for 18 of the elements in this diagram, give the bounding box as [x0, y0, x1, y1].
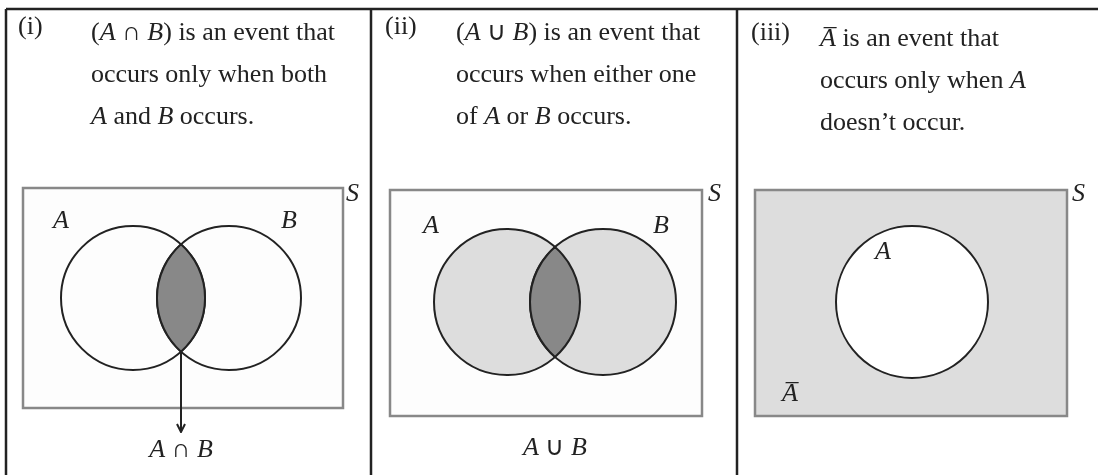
item-number: (iii): [751, 17, 790, 47]
set-label: A ∪ B: [523, 432, 587, 462]
description-text: (A ∪ B) is an event that occurs when either one of A or B occurs.: [456, 16, 702, 132]
set-label: A: [423, 210, 439, 240]
item-number: (ii): [385, 11, 417, 41]
set-label: A: [875, 236, 891, 266]
set-label: B: [653, 210, 669, 240]
intersection-region: [156, 243, 206, 353]
set-label: S: [346, 178, 359, 208]
item-number: (i): [18, 11, 43, 41]
set-label: S: [708, 178, 721, 208]
set-label: S: [1072, 178, 1085, 208]
set-label: B: [281, 205, 297, 235]
set-label: A ∩ B: [121, 434, 241, 464]
set-label: A: [53, 205, 69, 235]
set-label: A̅: [782, 378, 798, 408]
description-text: A̅ is an event that occurs only when A doesn’t occur.: [820, 22, 1027, 138]
description-text: (A ∩ B) is an event that occurs only when both A and B occurs.: [91, 16, 337, 132]
